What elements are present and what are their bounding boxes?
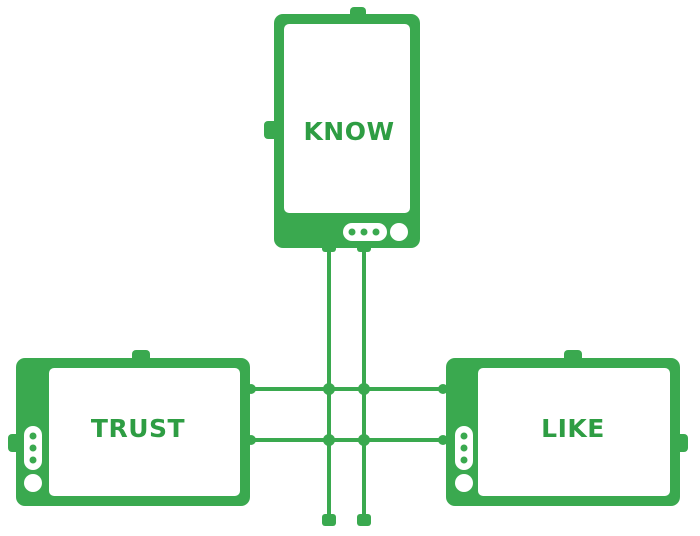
like-label: LIKE [541, 414, 605, 443]
trust-device: TRUST [8, 350, 250, 506]
junction-node [438, 435, 448, 445]
junction-node [323, 434, 335, 446]
know-speaker-dot [348, 228, 356, 236]
like-device: LIKE [446, 350, 688, 506]
know-device: KNOW [264, 7, 420, 248]
wire-terminal [322, 514, 336, 526]
wires [246, 246, 448, 518]
know-speaker-dot [360, 228, 368, 236]
junctions [246, 240, 448, 526]
junction-node [323, 383, 335, 395]
know-label: KNOW [303, 117, 394, 146]
like-speaker-dot [460, 432, 468, 440]
junction-node [358, 434, 370, 446]
trust-speaker-dot [29, 444, 37, 452]
trust-label: TRUST [91, 414, 185, 443]
know-screen [284, 24, 410, 213]
junction-node [438, 384, 448, 394]
trust-screen [49, 368, 240, 496]
like-speaker-dot [460, 444, 468, 452]
trust-speaker-dot [29, 432, 37, 440]
trust-home-button [24, 474, 42, 492]
wire-terminal [357, 514, 371, 526]
like-home-button [455, 474, 473, 492]
like-speaker-dot [460, 456, 468, 464]
like-screen [478, 368, 670, 496]
junction-node [358, 383, 370, 395]
know-home-button [390, 223, 408, 241]
know-speaker-dot [372, 228, 380, 236]
trust-speaker-dot [29, 456, 37, 464]
